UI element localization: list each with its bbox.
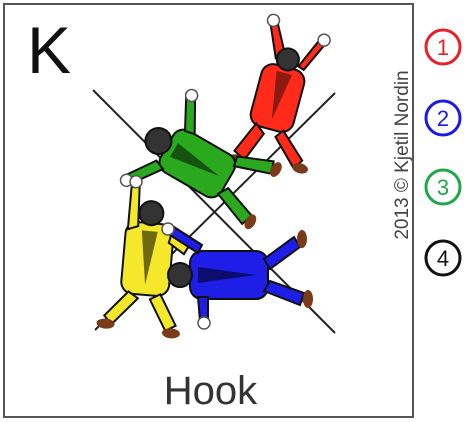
jumper-green bbox=[119, 88, 282, 230]
slot-number-2: 2 bbox=[437, 106, 449, 131]
slot-number-4: 4 bbox=[437, 246, 449, 271]
jumper-blue bbox=[161, 222, 313, 330]
slot-marker-1: 1 bbox=[421, 25, 465, 69]
formation-letter: K bbox=[27, 13, 72, 87]
jumper-yellow bbox=[96, 174, 190, 339]
slot-marker-2: 2 bbox=[421, 96, 465, 140]
formation-name: Hook bbox=[163, 369, 258, 413]
jumper-red bbox=[228, 13, 331, 174]
formation-diagram bbox=[92, 13, 336, 339]
slot-number-1: 1 bbox=[437, 35, 449, 60]
slot-marker-4: 4 bbox=[421, 236, 465, 280]
copyright-text: 2013 © Kjetil Nordin bbox=[392, 70, 413, 240]
formation-card: K Hook 2013 © Kjetil Nordin bbox=[3, 3, 414, 418]
slot-number-3: 3 bbox=[437, 175, 449, 200]
slot-marker-3: 3 bbox=[421, 165, 465, 209]
